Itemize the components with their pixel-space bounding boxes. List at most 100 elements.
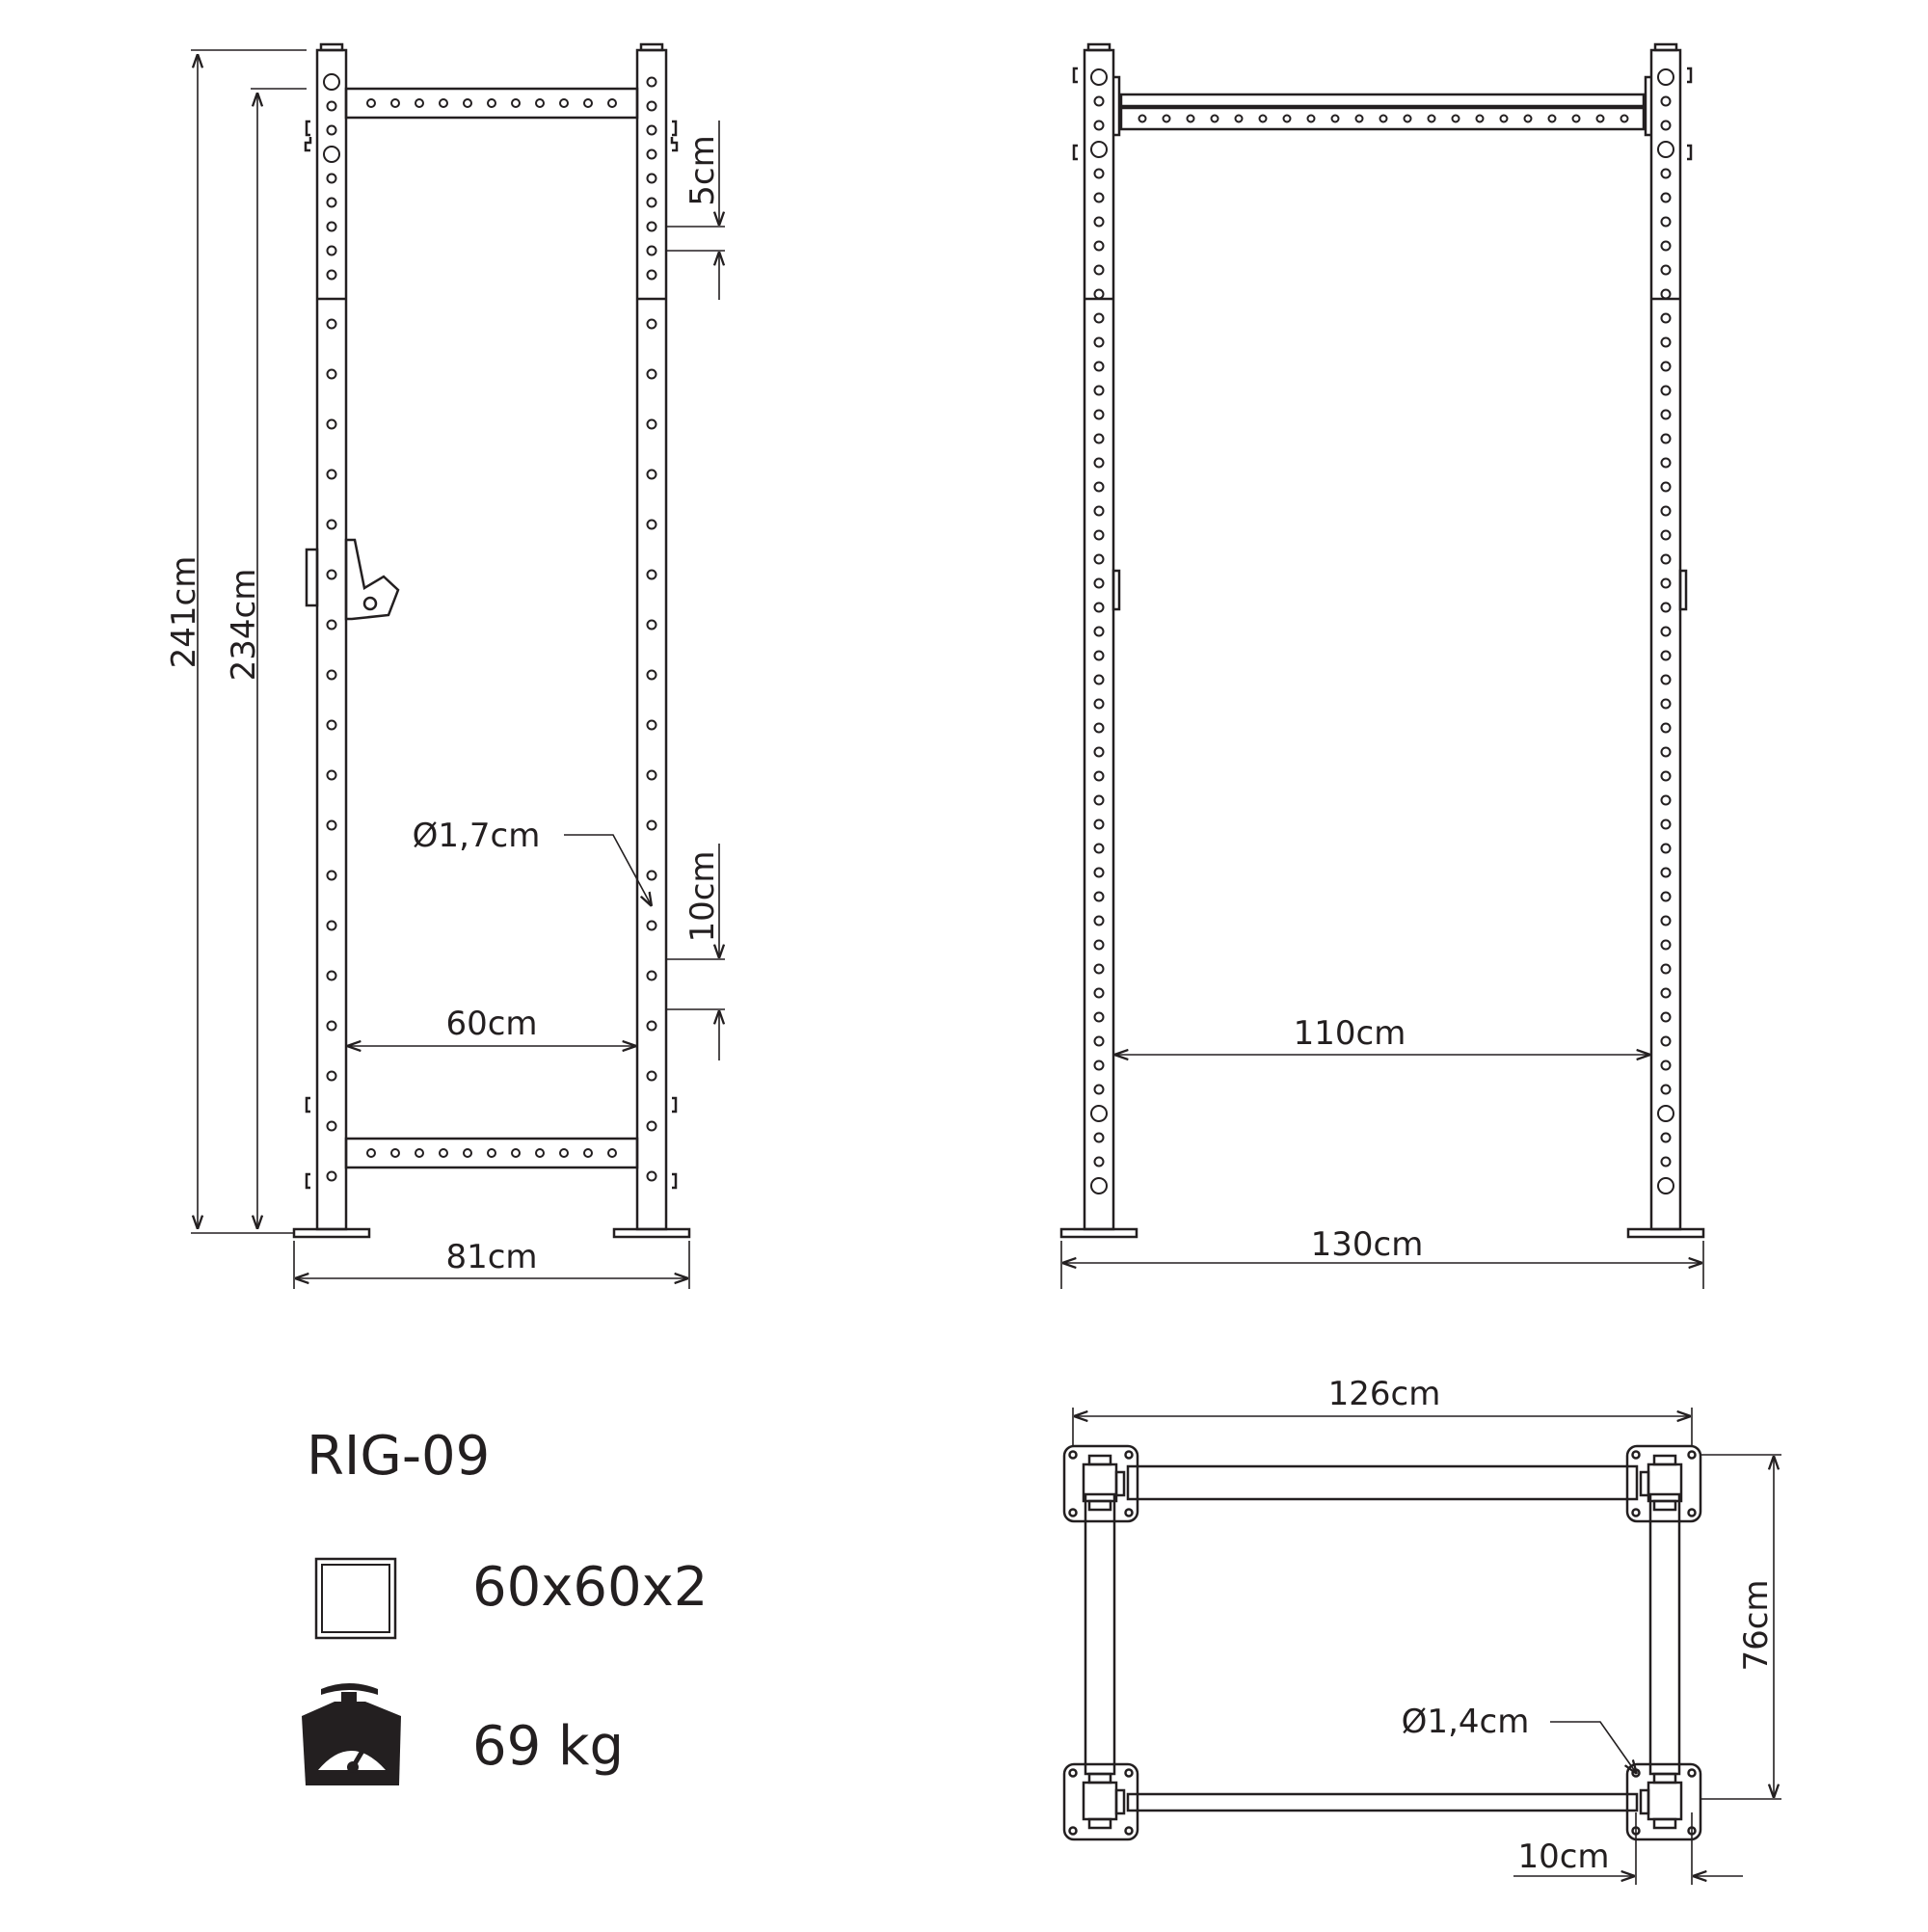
- upright-hole: [1660, 240, 1672, 252]
- upright-hole: [1093, 481, 1105, 493]
- upright-hole: [1660, 505, 1672, 517]
- upright-hole: [646, 1020, 657, 1032]
- upright-hole: [326, 245, 337, 256]
- crossbar-hole: [1547, 114, 1557, 123]
- upright-hole: [1660, 867, 1672, 878]
- top-left-rail: [1084, 1492, 1116, 1776]
- upright-hole: [646, 1170, 657, 1182]
- upright-hole: [1093, 120, 1105, 131]
- upright-hole: [1093, 336, 1105, 348]
- upright-hole: [1093, 240, 1105, 252]
- upright-hole: [1660, 457, 1672, 469]
- dim-height-crossbar: 234cm: [225, 569, 263, 682]
- crossbar-hole: [487, 1148, 496, 1158]
- upright-hole: [1660, 1035, 1672, 1047]
- corner-plate-bottom-left: [1062, 1762, 1139, 1841]
- upright-hole: [646, 769, 657, 781]
- upright-hole: [326, 569, 337, 580]
- upright-hole: [646, 124, 657, 136]
- upright-hole: [1090, 68, 1108, 86]
- crossbar-hole: [463, 98, 472, 108]
- crossbar-hole: [559, 98, 569, 108]
- upright-hole: [1093, 457, 1105, 469]
- side-view: [292, 42, 691, 1239]
- top-right-rail: [1648, 1492, 1681, 1776]
- upright-hole: [1093, 505, 1105, 517]
- upright-hole: [1660, 794, 1672, 806]
- upright-hole: [1660, 915, 1672, 926]
- crossbar-hole: [1138, 114, 1147, 123]
- upright-hole: [1660, 698, 1672, 710]
- upright-hole: [1093, 577, 1105, 589]
- upright-hole: [1657, 1105, 1674, 1122]
- upright-hole: [326, 368, 337, 380]
- side-right-base-plate: [612, 1227, 691, 1239]
- dim-side-inner-width: 60cm: [445, 1005, 537, 1043]
- upright-hole: [1090, 141, 1108, 158]
- crossbar-hole: [1499, 114, 1509, 123]
- upright-hole: [1660, 746, 1672, 758]
- upright-hole: [1660, 577, 1672, 589]
- upright-hole: [1090, 1177, 1108, 1194]
- crossbar-hole: [1403, 114, 1412, 123]
- dim-hole-diameter: Ø1,7cm: [413, 817, 541, 855]
- upright-hole: [1093, 95, 1105, 107]
- upright-hole: [1093, 1132, 1105, 1143]
- upright-hole: [326, 920, 337, 931]
- upright-hole: [323, 73, 340, 91]
- upright-hole: [326, 418, 337, 430]
- upright-hole: [326, 669, 337, 681]
- square-tube-icon: [314, 1557, 397, 1640]
- upright-hole: [326, 970, 337, 981]
- upright-hole: [646, 221, 657, 232]
- upright-hole: [1093, 433, 1105, 444]
- crossbar-hole: [559, 1148, 569, 1158]
- upright-hole: [1093, 529, 1105, 541]
- crossbar-hole: [607, 98, 617, 108]
- upright-hole: [1093, 168, 1105, 179]
- upright-hole: [1660, 433, 1672, 444]
- crossbar-hole: [1306, 114, 1316, 123]
- crossbar-hole: [415, 98, 424, 108]
- upright-hole: [1660, 216, 1672, 228]
- side-bottom-crossbar: [344, 1137, 639, 1169]
- upright-hole: [326, 1020, 337, 1032]
- upright-hole: [326, 221, 337, 232]
- crossbar-hole: [1475, 114, 1485, 123]
- side-right-upright: [635, 48, 668, 1231]
- upright-hole: [1657, 68, 1674, 86]
- upright-hole: [646, 469, 657, 480]
- upright-hole: [1093, 409, 1105, 420]
- upright-hole: [1093, 553, 1105, 565]
- upright-hole: [1093, 626, 1105, 637]
- upright-hole: [326, 1070, 337, 1082]
- upright-hole: [1093, 385, 1105, 396]
- upright-hole: [326, 819, 337, 831]
- upright-hole: [1093, 602, 1105, 613]
- upright-hole: [326, 1170, 337, 1182]
- upright-hole: [1660, 818, 1672, 830]
- upright-hole: [1660, 312, 1672, 324]
- front-pullup-bar: [1119, 93, 1646, 108]
- dim-top-width: 126cm: [1328, 1375, 1441, 1413]
- upright-hole: [646, 920, 657, 931]
- upright-hole: [1660, 722, 1672, 734]
- j-hook: [344, 538, 400, 621]
- upright-hole: [1093, 1060, 1105, 1071]
- dim-side-base-width: 81cm: [445, 1238, 537, 1276]
- upright-hole: [326, 318, 337, 330]
- corner-plate-top-right: [1625, 1444, 1702, 1523]
- top-back-crossbar: [1126, 1792, 1639, 1812]
- crossbar-hole: [487, 98, 496, 108]
- crossbar-hole: [439, 98, 448, 108]
- upright-hole: [1093, 312, 1105, 324]
- upright-hole: [1660, 1084, 1672, 1095]
- upright-hole: [1093, 288, 1105, 300]
- dim-height-total: 241cm: [165, 556, 203, 669]
- crossbar-hole: [583, 98, 593, 108]
- upright-hole: [1660, 891, 1672, 902]
- upright-hole: [1093, 1035, 1105, 1047]
- front-left-base-plate: [1059, 1227, 1138, 1239]
- weight-spec: 69 kg: [472, 1715, 625, 1778]
